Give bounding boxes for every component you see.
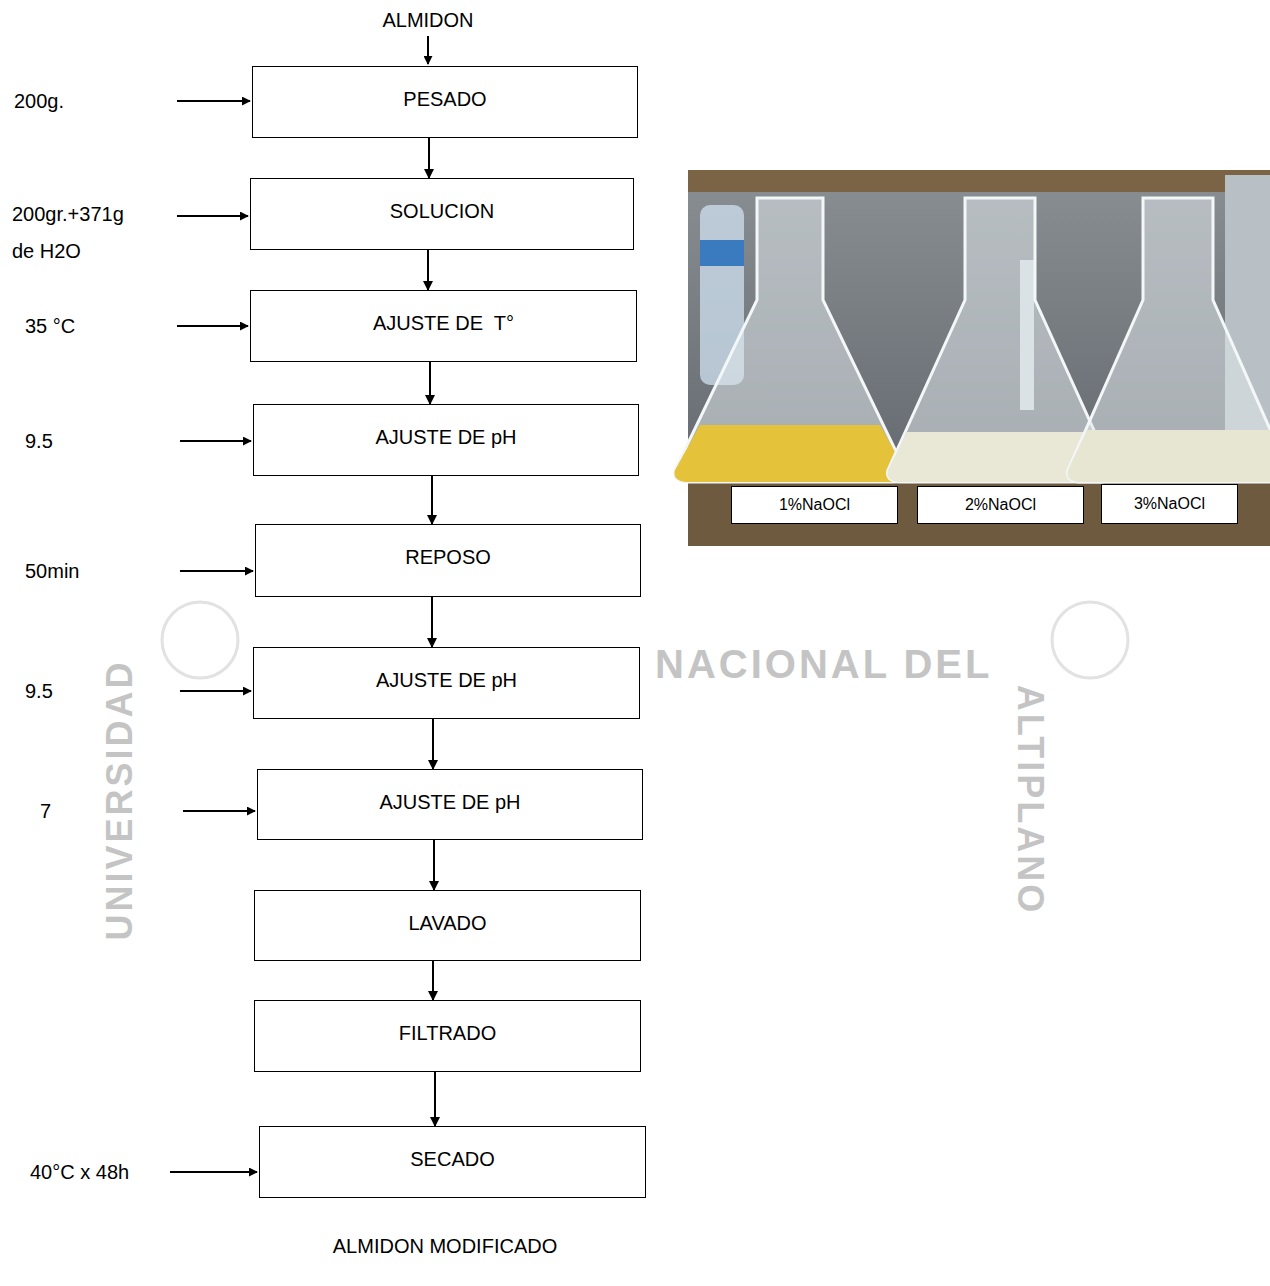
erlenmeyer-flask xyxy=(674,198,905,482)
yellow-liquid xyxy=(674,425,905,482)
flow-arrow xyxy=(428,138,430,178)
process-box: LAVADO xyxy=(254,890,641,961)
input-arrow xyxy=(180,570,253,572)
step-name: AJUSTE DE T° xyxy=(251,311,636,335)
step-name: AJUSTE DE pH xyxy=(254,425,638,449)
bottle-label xyxy=(700,240,744,266)
erlenmeyer-flask xyxy=(1067,198,1270,482)
caption-text: 1%NaOCl xyxy=(732,495,897,514)
flow-arrow xyxy=(432,961,434,1000)
step-name: FILTRADO xyxy=(255,1021,640,1045)
caption-box: 2%NaOCl xyxy=(917,486,1084,524)
input-arrow xyxy=(183,810,255,812)
input-arrow xyxy=(170,1171,257,1173)
input-arrow xyxy=(177,215,248,217)
erlenmeyer-flask xyxy=(887,198,1112,482)
input-arrow xyxy=(177,325,248,327)
white-liquid xyxy=(1067,430,1270,482)
step-name: SOLUCION xyxy=(251,199,633,223)
flow-arrow xyxy=(429,362,431,404)
flask-photo xyxy=(674,170,1270,546)
flow-arrow xyxy=(427,250,429,290)
input-value: 9.5 xyxy=(25,429,165,453)
caption-text: 2%NaOCl xyxy=(918,495,1083,514)
input-value: 200gr.+371g de H2O xyxy=(12,196,142,270)
process-box: REPOSO xyxy=(255,524,641,597)
input-arrow xyxy=(177,100,250,102)
step-name: PESADO xyxy=(253,87,637,111)
step-name: LAVADO xyxy=(255,911,640,935)
step-name: AJUSTE DE pH xyxy=(254,668,639,692)
flow-arrow xyxy=(433,840,435,890)
caption-box: 1%NaOCl xyxy=(731,486,898,524)
input-value: 200g. xyxy=(14,89,154,113)
process-box: AJUSTE DE pH xyxy=(253,647,640,719)
process-box: FILTRADO xyxy=(254,1000,641,1072)
input-arrow xyxy=(180,690,251,692)
caption-text: 3%NaOCl xyxy=(1102,494,1237,513)
input-value: 50min xyxy=(25,559,165,583)
process-box: AJUSTE DE pH xyxy=(257,769,643,840)
watermark: NACIONAL DEL xyxy=(655,640,1015,688)
emblem-circle xyxy=(162,602,238,678)
step-name: REPOSO xyxy=(256,545,640,569)
input-value: 40°C x 48h xyxy=(30,1160,165,1184)
flow-arrow xyxy=(434,1072,436,1126)
process-box: AJUSTE DE pH xyxy=(253,404,639,476)
emblem-circle xyxy=(1052,602,1128,678)
lower-shelf xyxy=(688,478,1270,546)
process-box: PESADO xyxy=(252,66,638,138)
input-value: 9.5 xyxy=(25,679,165,703)
flow-arrow xyxy=(431,476,433,524)
watermark: ALTIPLANO xyxy=(1008,650,1052,950)
upper-shelf xyxy=(688,170,1270,192)
step-name: AJUSTE DE pH xyxy=(258,790,642,814)
flow-arrow xyxy=(432,719,434,769)
process-box: SOLUCION xyxy=(250,178,634,250)
caption-box: 3%NaOCl xyxy=(1101,484,1238,524)
output-product: ALMIDON MODIFICADO xyxy=(285,1234,605,1258)
process-box: AJUSTE DE T° xyxy=(250,290,637,362)
flow-arrow xyxy=(431,597,433,647)
input-value: 35 °C xyxy=(25,314,165,338)
input-arrow xyxy=(180,440,251,442)
watermark: UNIVERSIDAD xyxy=(98,650,142,950)
process-box: SECADO xyxy=(259,1126,646,1198)
step-name: SECADO xyxy=(260,1147,645,1171)
input-arrow xyxy=(427,36,429,64)
input-material: ALMIDON xyxy=(328,8,528,32)
